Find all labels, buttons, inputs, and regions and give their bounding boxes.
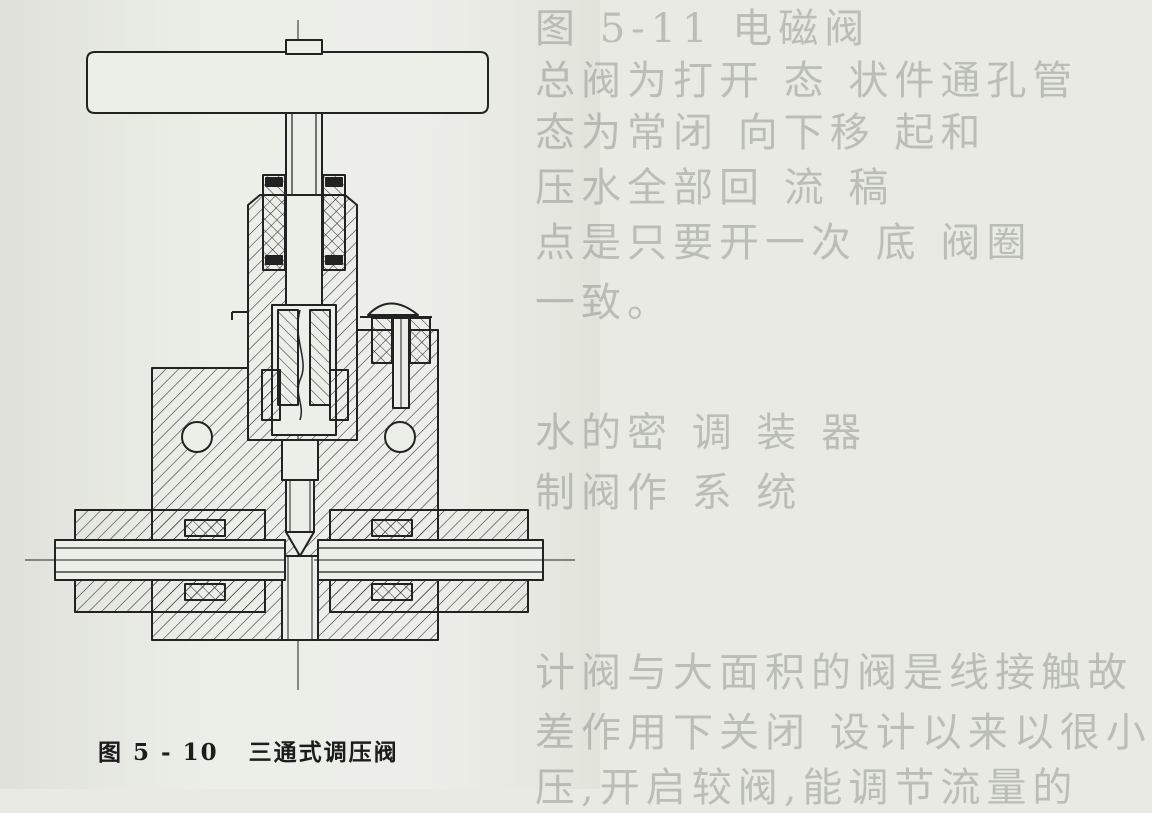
figure-number: 图 5 - 10: [98, 739, 219, 766]
mounting-screw: [360, 302, 432, 409]
figure-caption: 图 5 - 10 三通式调压阀: [98, 733, 399, 767]
ghost-line: 压,开启较阀,能调节流量的: [535, 765, 1079, 811]
ghost-line: 计阀与大面积的阀是线接触故: [535, 650, 1133, 696]
body-hole-left: [181, 421, 213, 453]
ghost-line: 点是只要开一次 底 阀圈: [535, 220, 1033, 266]
right-fitting: [314, 509, 575, 613]
ghost-line: 总阀为打开 态 状件通孔管: [535, 58, 1079, 104]
ghost-line: 态为常闭 向下移 起和: [535, 110, 987, 156]
left-fitting: [25, 509, 286, 613]
ghost-line: 差作用下关闭 设计以来以很小: [535, 710, 1152, 756]
figure-title: 三通式调压阀: [248, 739, 399, 766]
bottom-outlet: [281, 555, 319, 641]
valve-drawing: [25, 20, 575, 690]
needle-seat: [281, 439, 319, 557]
handle: [86, 39, 489, 114]
packing-chamber: [261, 304, 349, 436]
body-hole-right: [384, 421, 416, 453]
